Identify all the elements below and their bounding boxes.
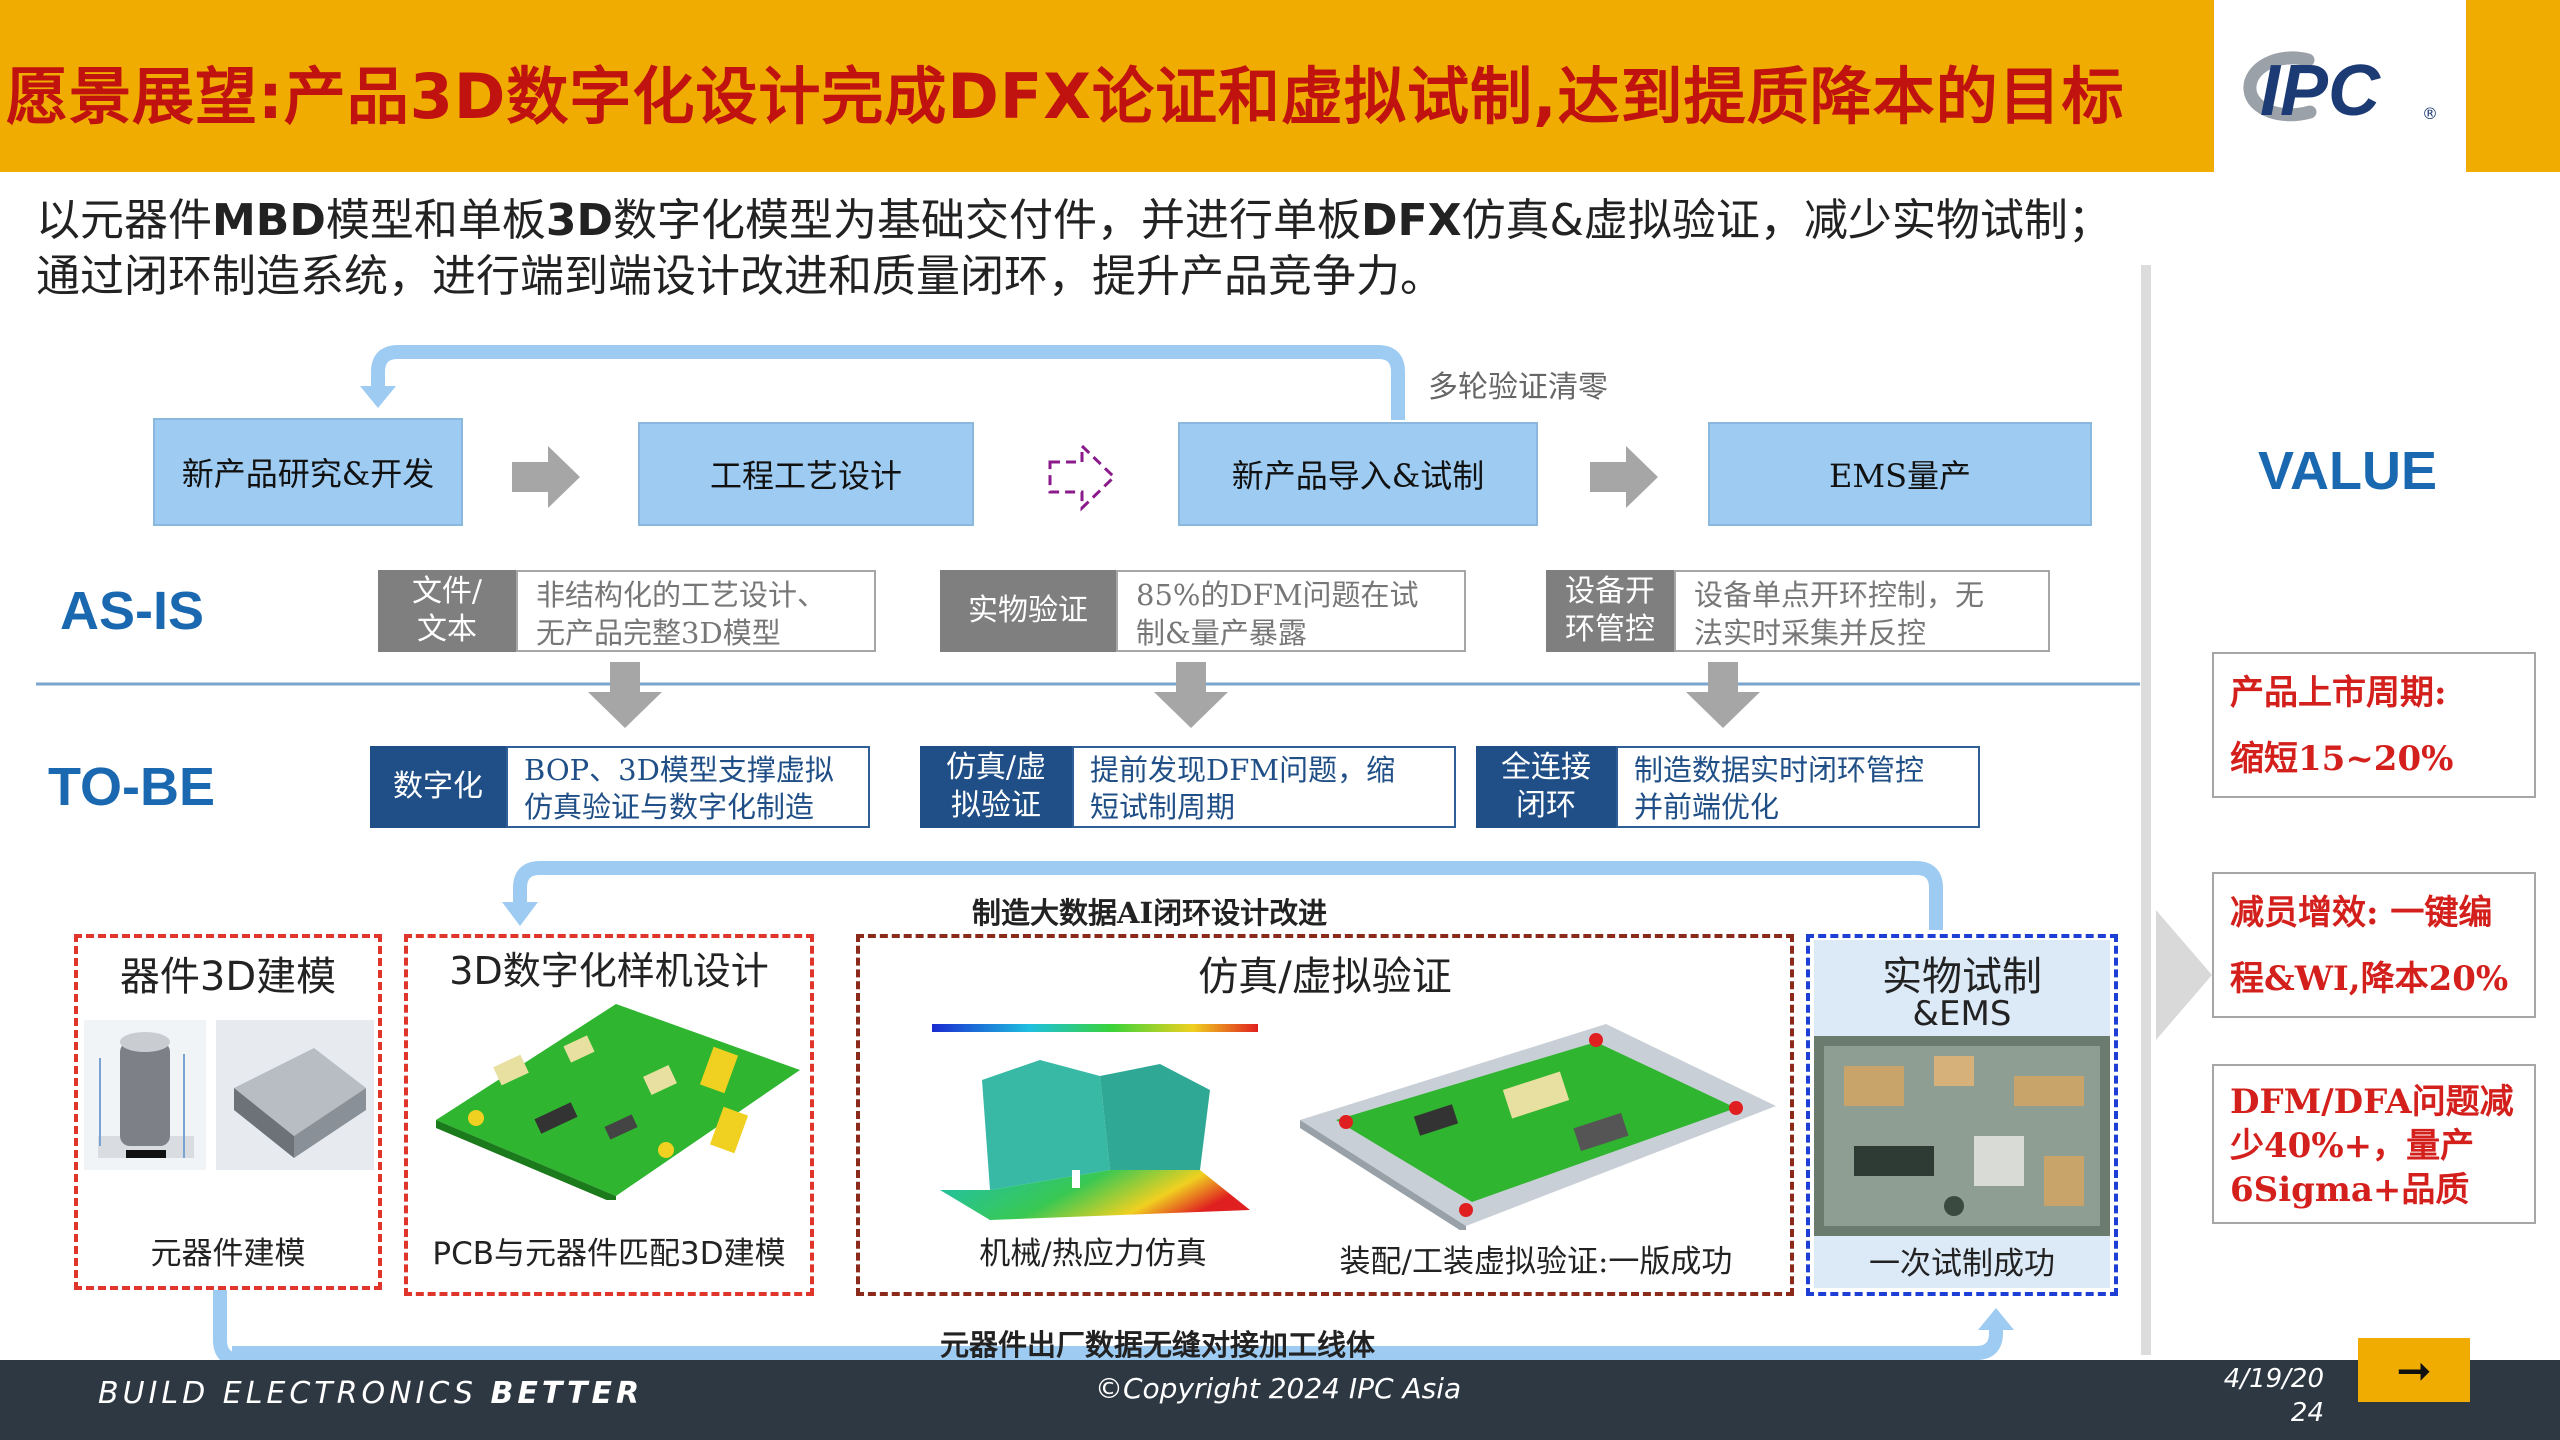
value-box-efficiency: 减员增效: 一键编程&WI,降本20% (2212, 872, 2536, 1018)
as-is-label: AS-IS (60, 581, 205, 641)
section-simulation (856, 934, 1794, 1296)
caption-digital-prototype: PCB与元器件匹配3D建模 (432, 1236, 786, 1272)
header-accent (2466, 0, 2560, 172)
caption-assembly-validation: 装配/工装虚拟验证:一版成功 (1339, 1244, 1733, 1280)
assembly-virtual-validation-image (1300, 1024, 1776, 1230)
ipc-logo-registered-mark: ® (2422, 104, 2438, 123)
value-label: VALUE (2258, 441, 2438, 501)
ai-loop-arrow (513, 861, 1943, 930)
value-box-time-to-market: 产品上市周期:缩短15~20% (2212, 652, 2536, 798)
footer-bar (0, 1360, 2560, 1440)
section-title-simulation: 仿真/虚拟验证 (1198, 954, 1452, 1000)
flow-step-npi: 新产品导入&试制 (1178, 422, 1538, 526)
ai-loop-label: 制造大数据AI闭环设计改进 (972, 896, 1328, 930)
loop-arrow-head (360, 386, 396, 408)
to-be-tag-closed-loop: 全连接闭环 (1476, 746, 1616, 828)
down-arrow-1 (588, 662, 662, 728)
caption-physical-trial: 一次试制成功 (1869, 1246, 2055, 1282)
physical-trial-caption-bg (1814, 1236, 2110, 1288)
step-arrow-1 (512, 446, 580, 508)
section-subtitle-ems: &EMS (1912, 994, 2012, 1034)
caption-thermal-simulation: 机械/热应力仿真 (979, 1236, 1207, 1272)
page-title: 愿景展望:产品3D数字化设计完成DFX论证和虚拟试制,达到提质降本的目标 (6, 60, 2125, 133)
ipc-logo: IPC (2260, 51, 2381, 131)
section-physical-trial (1806, 934, 2118, 1296)
to-be-desc-simulation: 提前发现DFM问题，缩短试制周期 (1072, 746, 1456, 828)
header-bar (0, 0, 2214, 172)
as-is-desc-open-loop: 设备单点开环控制，无法实时采集并反控 (1674, 570, 2050, 652)
step-arrow-2-dashed (1048, 442, 1117, 512)
flow-step-rnd: 新产品研究&开发 (153, 418, 463, 526)
to-be-label: TO-BE (48, 757, 216, 817)
to-be-desc-closed-loop: 制造数据实时闭环管控并前端优化 (1616, 746, 1980, 828)
bottom-loop-arrow-head (1978, 1308, 2014, 1330)
footer-tagline: BUILD ELECTRONICS BETTER (98, 1376, 644, 1411)
intro-line-1: 以元器件MBD模型和单板3D数字化模型为基础交付件，并进行单板DFX仿真&虚拟验… (36, 195, 2112, 246)
section-title-digital-prototype: 3D数字化样机设计 (449, 949, 769, 993)
pcb-3d-model-image (436, 1004, 800, 1200)
caption-component-modeling: 元器件建模 (150, 1236, 306, 1272)
to-be-tag-digital: 数字化 (370, 746, 506, 828)
component-3d-model-image (84, 1020, 374, 1170)
bottom-loop-arrow (232, 1330, 2003, 1360)
thermal-stress-simulation-image (932, 1024, 1258, 1220)
section-title-component-modeling: 器件3D建模 (119, 954, 337, 1000)
step-arrow-3 (1590, 446, 1658, 508)
down-arrow-3 (1686, 662, 1760, 728)
loop-label: 多轮验证清零 (1428, 370, 1608, 405)
bottom-loop-label: 元器件出厂数据无缝对接加工线体 (940, 1328, 1376, 1362)
flow-step-process-design: 工程工艺设计 (638, 422, 974, 526)
to-be-desc-digital: BOP、3D模型支撑虚拟仿真验证与数字化制造 (506, 746, 870, 828)
next-slide-button[interactable]: ➞ (2358, 1338, 2470, 1402)
section-component-modeling (74, 934, 382, 1290)
ai-loop-arrow-head (502, 902, 538, 926)
as-is-tag-open-loop: 设备开环管控 (1546, 570, 1674, 652)
physical-pcb-photo (1814, 1036, 2110, 1236)
to-be-tag-simulation: 仿真/虚拟验证 (920, 746, 1072, 828)
ipc-logo-swoosh-icon (2243, 51, 2317, 122)
as-is-desc-physical-validation: 85%的DFM问题在试制&量产暴露 (1116, 570, 1466, 652)
down-arrow-2 (1154, 662, 1228, 728)
as-is-desc-document: 非结构化的工艺设计、无产品完整3D模型 (516, 570, 876, 652)
loop-arrow-top (371, 345, 1405, 420)
physical-trial-title-bg (1814, 940, 2110, 1036)
section-digital-prototype (404, 934, 814, 1296)
flow-step-ems: EMS量产 (1708, 422, 2092, 526)
value-arrow-icon (2156, 910, 2212, 1040)
flow-connectors (36, 345, 2140, 1360)
arrow-right-icon: ➞ (2396, 1345, 2432, 1395)
footer-copyright: ©Copyright 2024 IPC Asia (1095, 1372, 1462, 1405)
section-title-physical-trial: 实物试制 (1882, 954, 2042, 1000)
vertical-divider (2141, 265, 2151, 1355)
as-is-tag-physical-validation: 实物验证 (940, 570, 1116, 652)
as-is-tag-document: 文件/文本 (378, 570, 516, 652)
logo-panel (2218, 0, 2464, 172)
intro-line-2: 通过闭环制造系统，进行端到端设计改进和质量闭环，提升产品竞争力。 (36, 251, 1444, 302)
